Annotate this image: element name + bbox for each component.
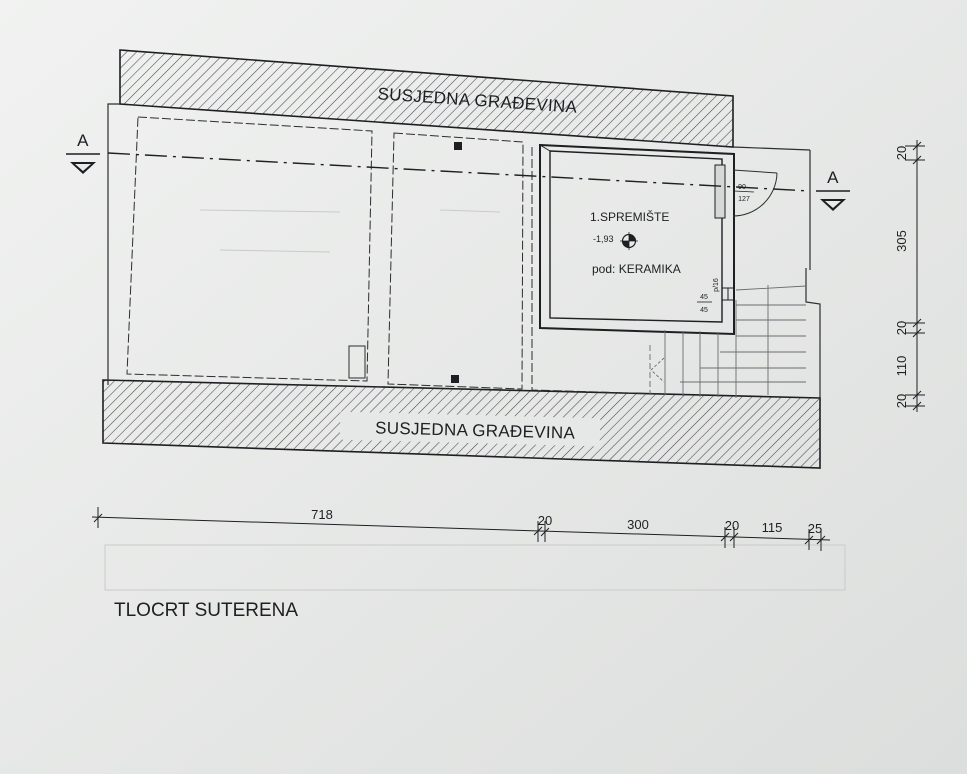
- door-height-label: 127: [738, 196, 750, 203]
- drawing-title: TLOCRT SUTERENA: [114, 600, 298, 621]
- site-outline: [107, 103, 821, 398]
- vdim-3: 20: [894, 321, 909, 335]
- window-width-label: 45: [700, 294, 708, 301]
- room-name-label: 1.SPREMIŠTE: [590, 209, 669, 224]
- hdim-3: 300: [627, 517, 649, 532]
- section-marker-right: A: [816, 168, 850, 211]
- column-marker-bottom: [451, 375, 459, 383]
- vdim-1: 20: [894, 146, 909, 160]
- section-label-left: A: [77, 131, 89, 150]
- level-marker-icon: [620, 232, 638, 250]
- hdim-4: 20: [725, 518, 739, 533]
- vdim-2: 305: [894, 230, 909, 252]
- neighbor-building-bottom: SUSJEDNA GRAĐEVINA: [102, 379, 821, 469]
- window-height-label: 45: [700, 307, 708, 314]
- vdim-5: 20: [894, 394, 909, 408]
- storage-room: [539, 143, 735, 336]
- hdim-2: 20: [538, 513, 552, 528]
- room-level-label: -1,93: [593, 234, 614, 244]
- section-cut-line: [107, 152, 811, 192]
- open-area-1: [126, 116, 373, 382]
- open-area-2: [387, 132, 524, 390]
- section-label-right: A: [827, 168, 839, 187]
- door-swing: [732, 169, 778, 217]
- room-floor-label: pod: KERAMIKA: [592, 262, 681, 276]
- corridor: [531, 147, 661, 395]
- vertical-dimension-chain: [905, 140, 925, 412]
- hdim-1: 718: [311, 507, 333, 522]
- horizontal-dimension-chain: [91, 507, 831, 551]
- vdim-4: 110: [894, 356, 909, 377]
- hdim-6: 25: [808, 521, 822, 536]
- bleed-through-lines: [104, 209, 846, 591]
- neighbor-building-top: SUSJEDNA GRAĐEVINA: [119, 49, 734, 148]
- parapet-label: p/16: [713, 278, 720, 292]
- staircase: [649, 285, 807, 398]
- hdim-5: 115: [762, 520, 783, 535]
- section-marker-left: A: [66, 131, 100, 174]
- column-marker-top: [454, 142, 462, 150]
